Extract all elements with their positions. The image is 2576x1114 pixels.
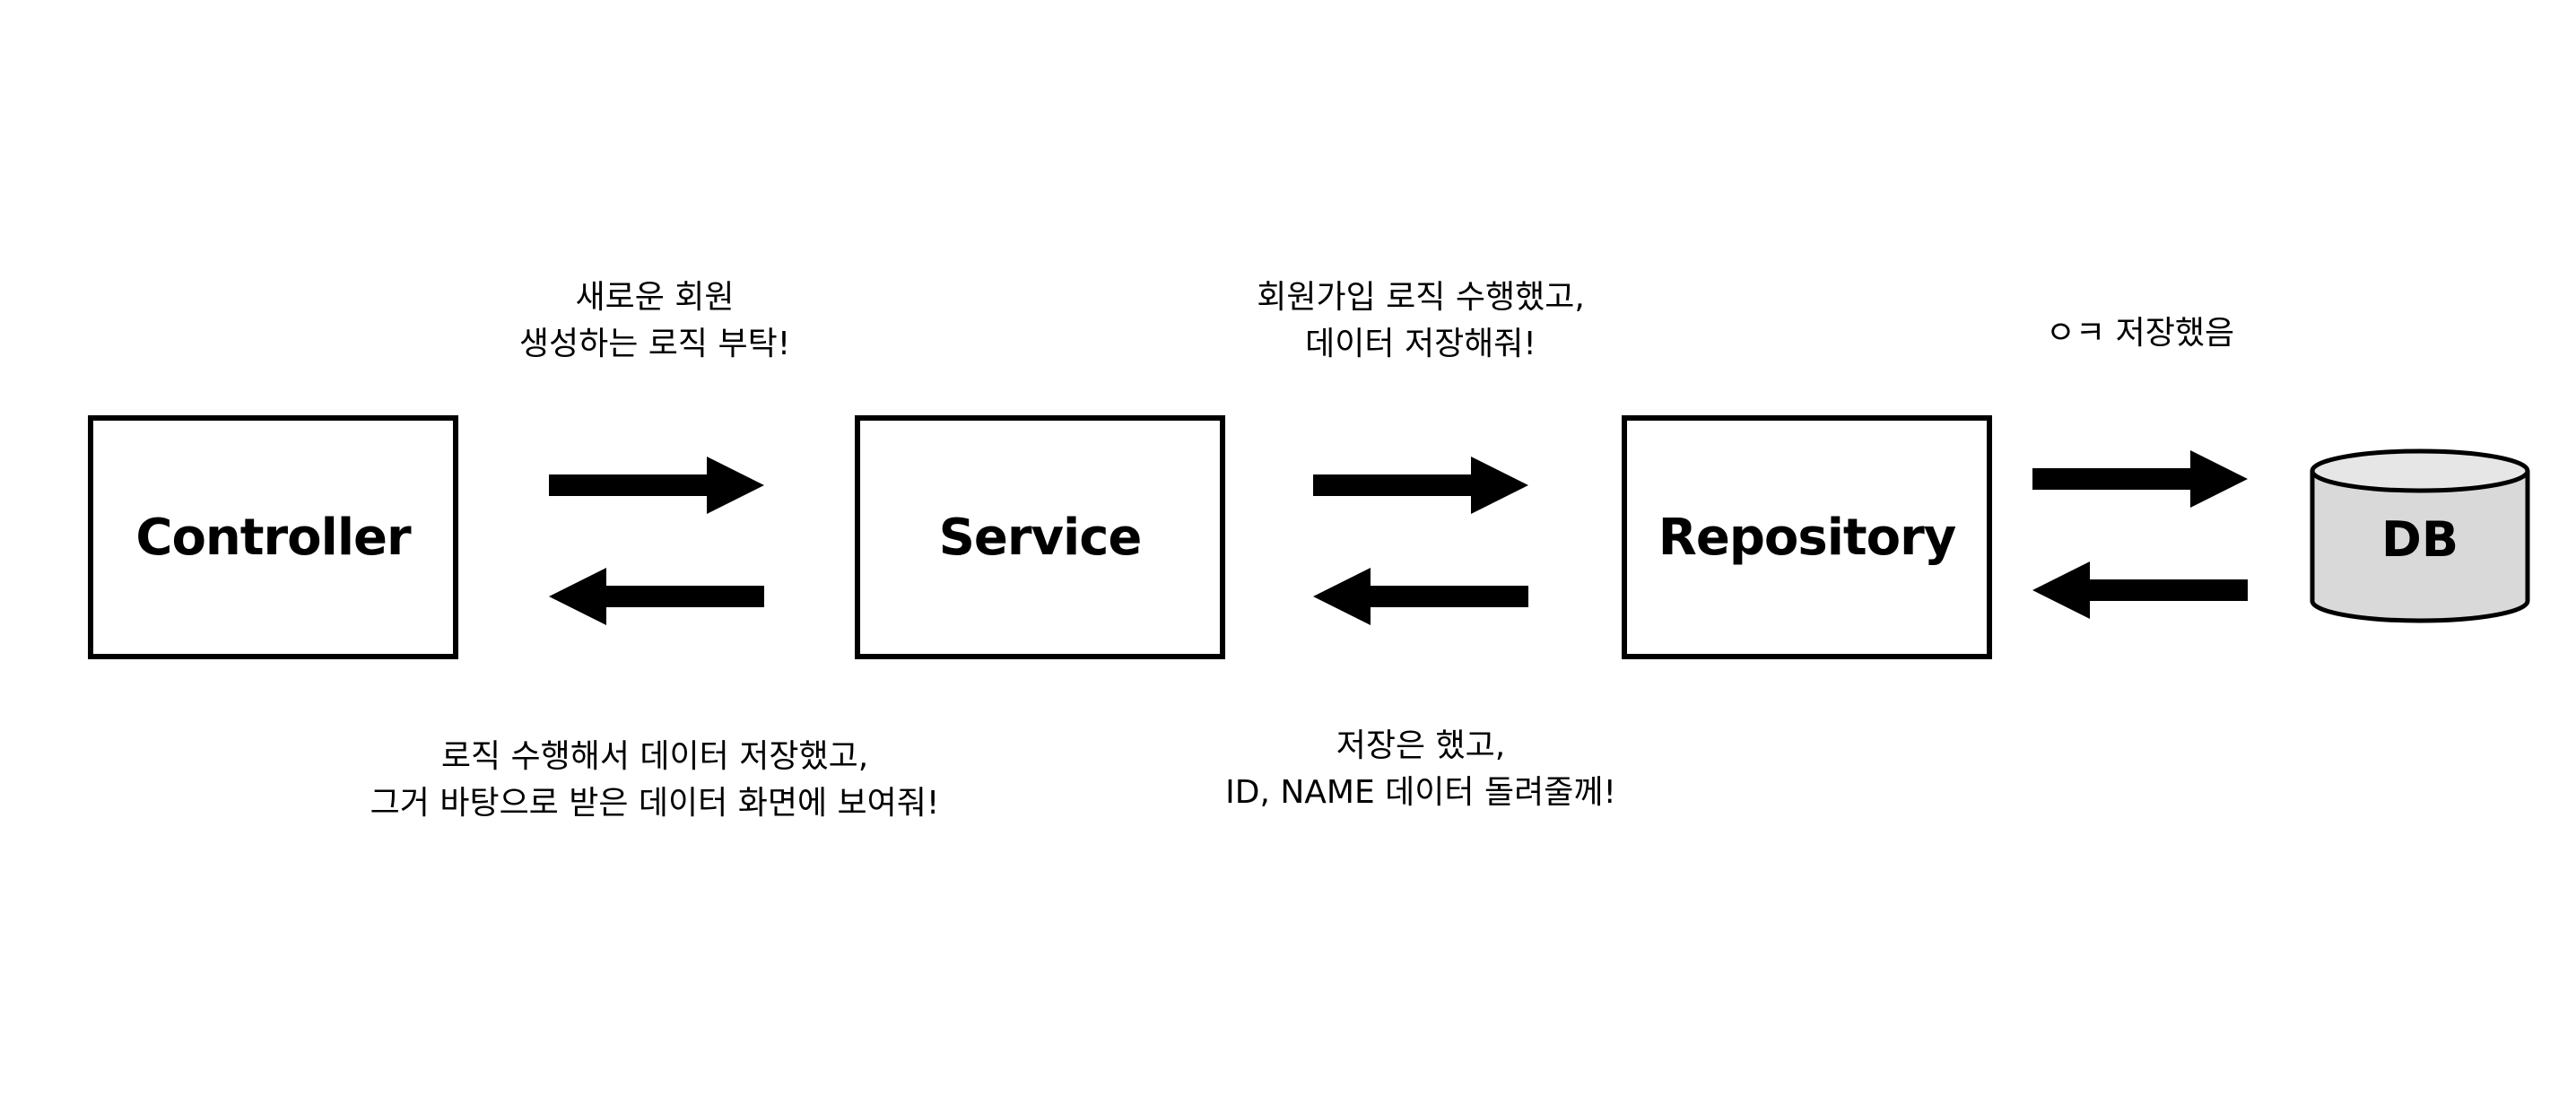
- note-line: 새로운 회원: [575, 279, 735, 316]
- service-box: Service: [855, 415, 1225, 659]
- note-line: ㅇㅋ 저장했음: [2045, 315, 2235, 352]
- note-line: ID, NAME 데이터 돌려줄께!: [1225, 774, 1616, 811]
- note-line: 저장은 했고,: [1336, 727, 1506, 764]
- note-controller-to-service: 새로운 회원 생성하는 로직 부탁!: [475, 274, 834, 368]
- service-label: Service: [938, 508, 1143, 567]
- arrow-service-to-controller: [549, 568, 764, 625]
- arrow-controller-to-service: [549, 457, 764, 514]
- note-line: 회원가입 로직 수행했고,: [1257, 279, 1585, 316]
- arrow-repository-to-db: [2032, 450, 2248, 508]
- controller-label: Controller: [135, 508, 411, 567]
- arrow-service-to-repository: [1313, 457, 1528, 514]
- note-service-to-repository: 회원가입 로직 수행했고, 데이터 저장해줘!: [1197, 274, 1645, 368]
- note-line: 그거 바탕으로 받은 데이터 화면에 보여줘!: [370, 785, 940, 822]
- arrow-db-to-repository: [2032, 561, 2248, 619]
- db-cylinder-icon: [2310, 448, 2530, 623]
- note-line: 로직 수행해서 데이터 저장했고,: [440, 738, 869, 775]
- note-service-to-controller: 로직 수행해서 데이터 저장했고, 그거 바탕으로 받은 데이터 화면에 보여줘…: [296, 734, 1014, 827]
- repository-box: Repository: [1622, 415, 1992, 659]
- db-label: DB: [2381, 511, 2459, 568]
- repository-label: Repository: [1658, 508, 1957, 567]
- note-db-to-repository: ㅇㅋ 저장했음: [2006, 310, 2275, 357]
- note-line: 데이터 저장해줘!: [1305, 326, 1536, 362]
- note-line: 생성하는 로직 부탁!: [518, 326, 791, 362]
- note-repository-to-service: 저장은 했고, ID, NAME 데이터 돌려줄께!: [1152, 723, 1690, 816]
- arrow-repository-to-service: [1313, 568, 1528, 625]
- controller-box: Controller: [88, 415, 458, 659]
